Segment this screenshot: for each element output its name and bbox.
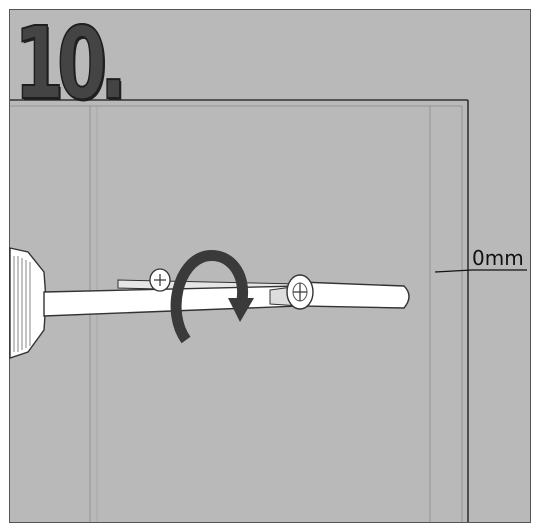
screw-icon xyxy=(149,268,314,310)
screw-left xyxy=(149,268,171,292)
rotate-clockwise-arrow-icon xyxy=(170,250,254,344)
measurement-label: 0mm xyxy=(472,246,524,270)
measurement-leader xyxy=(434,269,527,273)
step-number: 10. xyxy=(13,5,128,122)
step-panel xyxy=(9,9,531,523)
screw-right xyxy=(286,274,314,310)
hose-with-clamp-icon xyxy=(9,247,410,359)
